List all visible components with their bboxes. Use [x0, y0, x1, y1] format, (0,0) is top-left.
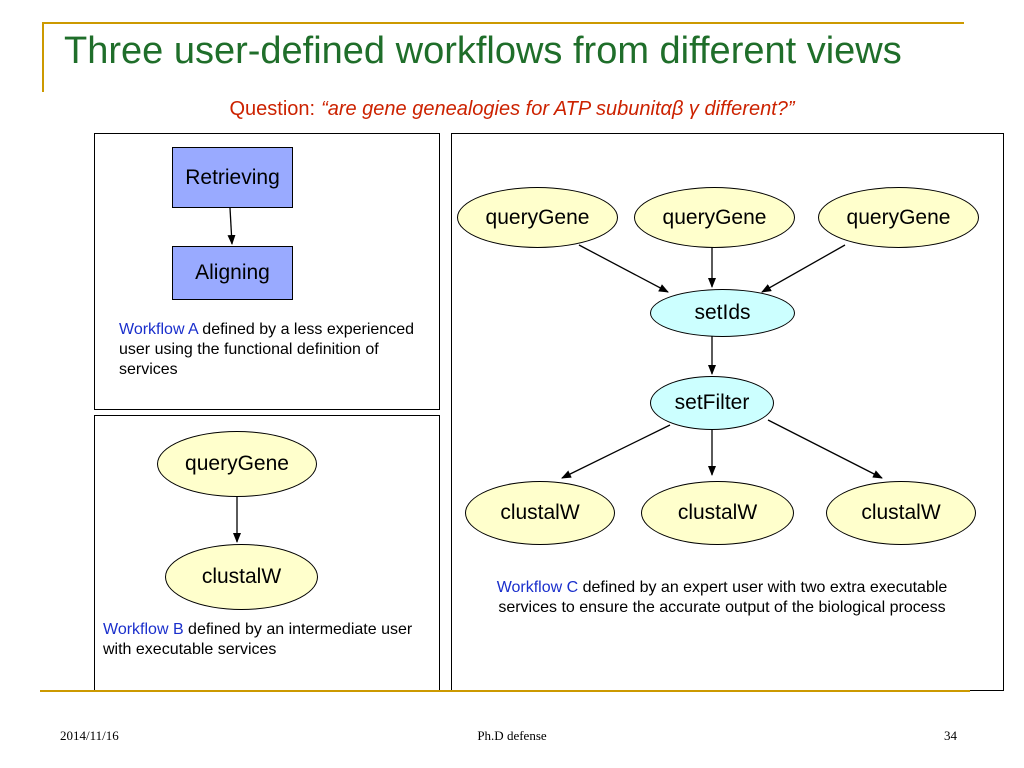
- footer-page-number: 34: [944, 728, 957, 743]
- workflow-b-caption: Workflow B defined by an intermediate us…: [103, 620, 423, 660]
- title-frame-left: [42, 22, 44, 92]
- workflow-b-description: defined by an intermediate user with exe…: [103, 621, 413, 658]
- workflow-b-label: Workflow B: [103, 621, 184, 638]
- clustalw-node-c3: clustalW: [826, 481, 976, 545]
- querygene-node-b: queryGene: [157, 431, 317, 497]
- setids-node: setIds: [650, 289, 795, 337]
- footer-date: 2014/11/16: [60, 728, 119, 743]
- retrieving-node: Retrieving: [172, 147, 293, 208]
- question-line: Question:“are gene genealogies for ATP s…: [0, 98, 1024, 121]
- question-text: “are gene genealogies for ATP subunitαβ …: [321, 98, 795, 120]
- workflow-a-caption: Workflow A defined by a less experienced…: [119, 320, 419, 380]
- footer-center: Ph.D defense: [477, 728, 547, 743]
- clustalw-node-b: clustalW: [165, 544, 318, 610]
- question-label: Question:: [229, 98, 316, 120]
- slide-title: Three user-defined workflows from differ…: [64, 30, 902, 72]
- setfilter-node: setFilter: [650, 376, 774, 430]
- querygene-node-c2: queryGene: [634, 187, 795, 248]
- workflow-c-description: defined by an expert user with two extra…: [498, 579, 948, 616]
- querygene-node-c1: queryGene: [457, 187, 618, 248]
- workflow-a-description: defined by a less experienced user using…: [119, 321, 414, 378]
- clustalw-node-c2: clustalW: [641, 481, 794, 545]
- bottom-rule: [40, 690, 970, 692]
- title-frame-top: [42, 22, 964, 24]
- workflow-a-label: Workflow A: [119, 321, 198, 338]
- workflow-c-label: Workflow C: [496, 579, 579, 596]
- querygene-node-c3: queryGene: [818, 187, 979, 248]
- workflow-c-caption: Workflow C defined by an expert user wit…: [480, 578, 964, 618]
- aligning-node: Aligning: [172, 246, 293, 300]
- clustalw-node-c1: clustalW: [465, 481, 615, 545]
